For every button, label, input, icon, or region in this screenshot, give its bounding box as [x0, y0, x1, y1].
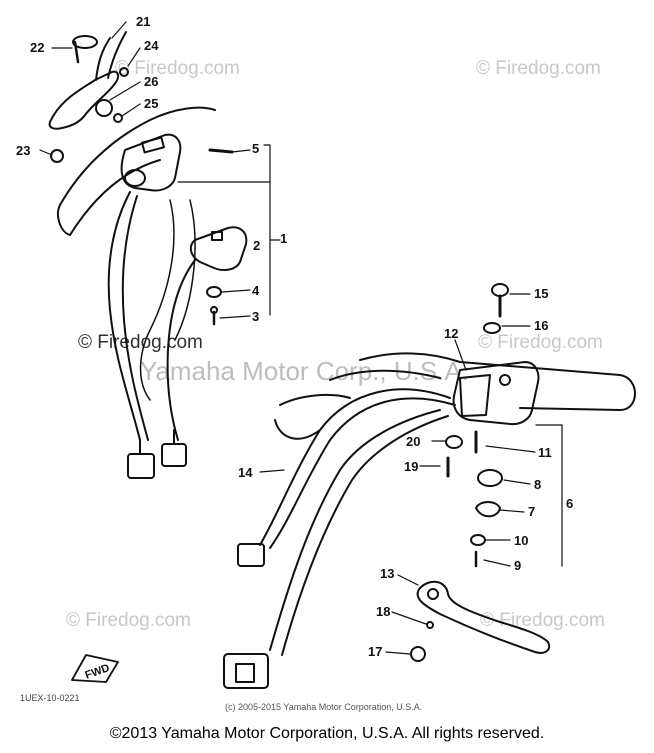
- callout-10: 10: [514, 533, 528, 548]
- callout-21: 21: [136, 14, 150, 29]
- left-connectors: [127, 429, 187, 479]
- left-lower-switch: [166, 148, 248, 441]
- right-switch-housing: [452, 361, 540, 426]
- lever-bracket: [48, 31, 129, 163]
- callout-24: 24: [144, 38, 159, 53]
- diagram-stamp: 1UEX-10-0221: [20, 693, 80, 703]
- watermark-mid-left: © Firedog.com: [78, 332, 203, 353]
- callout-16: 16: [534, 318, 548, 333]
- callout-7: 7: [528, 504, 535, 519]
- callout-3: 3: [252, 309, 259, 324]
- left-handlebar-outline: [57, 106, 216, 401]
- callout-2: 2: [253, 238, 260, 253]
- screw-15-washer-16: [483, 283, 509, 334]
- callout-1: 1: [280, 231, 287, 246]
- front-brake-lever: [410, 580, 551, 662]
- callout-20: 20: [406, 434, 420, 449]
- callout-13: 13: [380, 566, 394, 581]
- callout-25: 25: [144, 96, 158, 111]
- callout-18: 18: [376, 604, 390, 619]
- right-cables: [223, 388, 456, 689]
- left-switch-housing: [107, 133, 182, 441]
- callout-17: 17: [368, 644, 382, 659]
- right-leader-lines: [259, 293, 563, 655]
- watermark-top-left: © Firedog.com: [115, 58, 240, 79]
- callout-19: 19: [404, 459, 418, 474]
- watermark-top-right: © Firedog.com: [476, 58, 601, 79]
- fwd-arrow-icon: [71, 654, 119, 683]
- footer-copyright: ©2013 Yamaha Motor Corporation, U.S.A. A…: [109, 725, 545, 742]
- callout-26: 26: [144, 74, 158, 89]
- callout-6: 6: [566, 496, 573, 511]
- callout-14: 14: [238, 465, 253, 480]
- right-small-parts: [445, 430, 503, 568]
- callout-15: 15: [534, 286, 548, 301]
- watermark-bottom-left: © Firedog.com: [66, 610, 191, 631]
- callout-12: 12: [444, 326, 458, 341]
- callout-22: 22: [30, 40, 44, 55]
- inner-copyright: (c) 2005-2015 Yamaha Motor Corporation, …: [225, 702, 423, 712]
- watermark-mid-right: © Firedog.com: [478, 332, 603, 353]
- right-handlebar-outline: [274, 352, 636, 440]
- callout-23: 23: [16, 143, 30, 158]
- callout-5: 5: [252, 141, 259, 156]
- callout-11: 11: [538, 445, 552, 460]
- callout-9: 9: [514, 558, 521, 573]
- callout-8: 8: [534, 477, 541, 492]
- watermark-mid-center: Yamaha Motor Corp., U.S.A.: [140, 356, 469, 386]
- callout-4: 4: [252, 283, 260, 298]
- left-leader-lines: [39, 21, 281, 319]
